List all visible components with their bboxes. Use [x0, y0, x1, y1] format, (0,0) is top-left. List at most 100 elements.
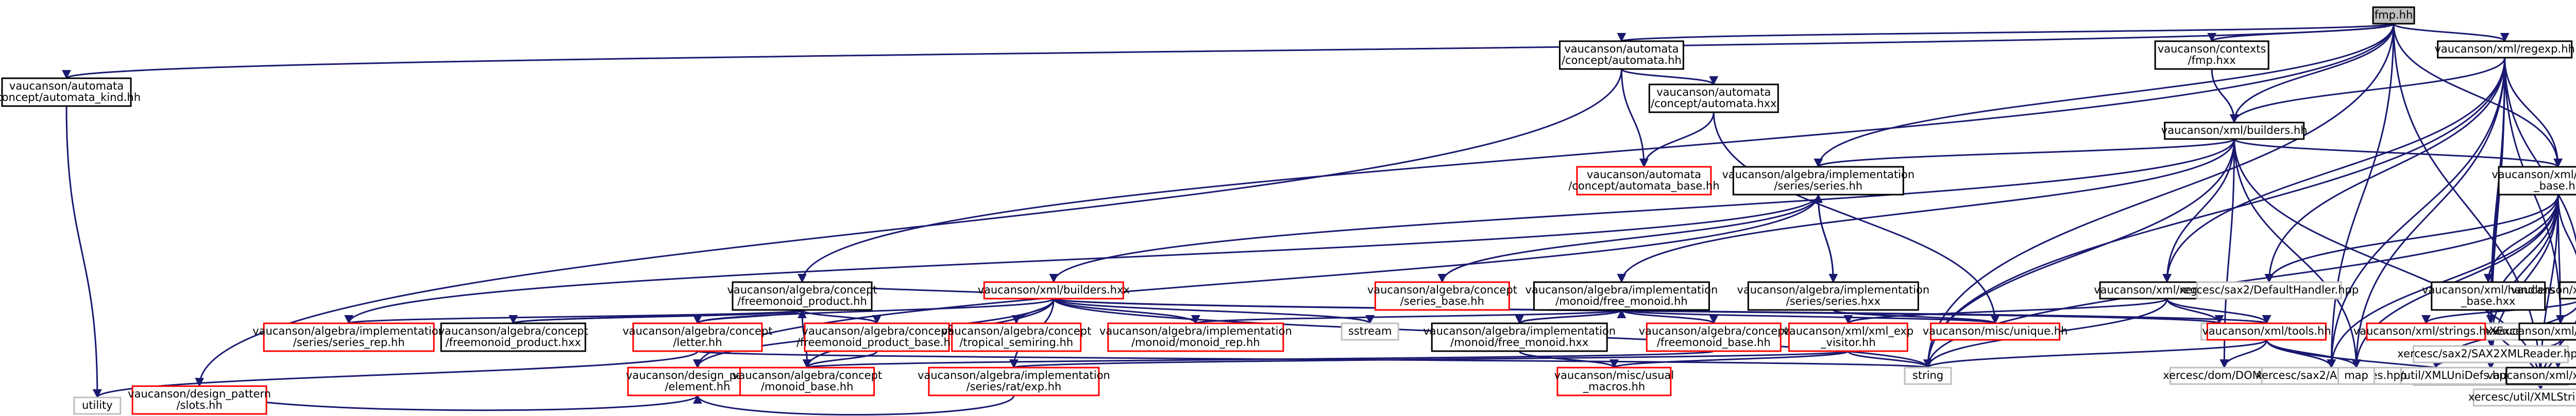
graph-node-design-slots[interactable]: vaucanson/design_pattern/slots.hh [128, 385, 271, 415]
dependency-edge [1713, 112, 2000, 324]
graph-node-string[interactable]: string [1904, 367, 1952, 385]
node-box [2498, 166, 2576, 196]
graph-node-default-handler[interactable]: xercesc/sax2/DefaultHandler.hpp [2179, 281, 2359, 300]
graph-node-handlers-base-hxx[interactable]: vaucanson/xml/handlers_base.hxx [2422, 281, 2554, 311]
graph-node-xml-tools-hh[interactable]: vaucanson/xml/tools.hh [2202, 322, 2331, 341]
node-box [1747, 281, 1919, 311]
node-label: vaucanson/design_pattern [128, 388, 271, 401]
dependency-edge [2266, 339, 2336, 369]
dependency-edge [2233, 138, 2361, 369]
graph-node-automata-kind[interactable]: vaucanson/automata/concept/automata_kind… [0, 77, 141, 107]
graph-node-series-hxx[interactable]: vaucanson/algebra/implementation/series/… [1737, 281, 1929, 311]
dependency-edge [1617, 23, 2395, 42]
graph-node-misc-unique[interactable]: vaucanson/misc/unique.hh [1923, 322, 2068, 341]
node-label: vaucanson/xml/builders.hxx [978, 284, 1130, 296]
node-box [804, 322, 950, 352]
dependency-edge [798, 23, 2395, 283]
node-label: vaucanson/algebra/concept [1367, 284, 1517, 296]
node-box [739, 367, 875, 396]
dependency-edge [1518, 309, 1626, 324]
dependency-edge [1814, 194, 1834, 283]
node-label: /concept/automata_base.hh [1568, 180, 1719, 193]
graph-node-freemonoid-product-hxx[interactable]: vaucanson/algebra/concept/freemonoid_pro… [438, 322, 588, 352]
dependency-edge [2327, 57, 2506, 369]
graph-node-xml-string[interactable]: xercesc/util/XMLString.hpp [2468, 388, 2576, 407]
node-label: /series/series.hxx [1786, 295, 1880, 307]
graph-node-freemonoid-product-hh[interactable]: vaucanson/algebra/concept/freemonoid_pro… [727, 281, 877, 311]
dependency-edge [2557, 194, 2576, 283]
graph-node-automata-base[interactable]: vaucanson/automata/concept/automata_base… [1568, 166, 1720, 196]
graph-node-tropical-semiring[interactable]: vaucanson/algebra/concept/tropical_semir… [941, 322, 1091, 352]
graph-node-xml-builders-hxx[interactable]: vaucanson/xml/builders.hxx [978, 281, 1130, 300]
node-label: vaucanson/algebra/implementation [252, 325, 445, 337]
node-label: _visitor.hh [1820, 336, 1876, 349]
node-label: sstream [1348, 325, 1392, 337]
dependency-edge [1620, 309, 1999, 324]
graph-node-automata-hxx[interactable]: vaucanson/automata/concept/automata.hxx [1648, 83, 1779, 113]
graph-node-sax2xmlreader[interactable]: xercesc/sax2/SAX2XMLReader.hpp [2397, 345, 2576, 363]
graph-node-freemonoid-base[interactable]: vaucanson/algebra/concept/freemonoid_bas… [1639, 322, 1789, 352]
graph-node-series-base[interactable]: vaucanson/algebra/concept/series_base.hh [1367, 281, 1517, 311]
node-label: /monoid/free_monoid.hxx [1450, 336, 1588, 349]
graph-node-map[interactable]: map [2337, 367, 2376, 385]
node-label: vaucanson/algebra/concept [438, 325, 588, 337]
graph-node-automata-hh[interactable]: vaucanson/automata/concept/automata.hh [1558, 40, 1684, 70]
node-label: vaucanson/xml/xml_exp [1783, 325, 1913, 338]
graph-node-xml-xmleq-hh[interactable]: vaucanson/xml/xmleq.hh [2493, 322, 2576, 341]
node-label: /tropical_semiring.hh [959, 336, 1073, 349]
node-label: /monoid/monoid_rep.hh [1131, 336, 1260, 349]
graph-node-xml-builders-hh[interactable]: vaucanson/xml/builders.hh [2161, 122, 2308, 140]
graph-node-xml-strings-hxx[interactable]: vaucanson/xml/strings.hxx [2353, 322, 2499, 341]
graph-node-sstream[interactable]: sstream [1341, 322, 1399, 341]
graph-node-xml-xmleq-hxx[interactable]: vaucanson/xml/xmleq.hxx [2487, 367, 2576, 385]
node-box [1732, 166, 1904, 196]
node-label: /freemonoid_product_base.hh [796, 336, 957, 349]
node-label: /series/rat/exp.hh [966, 380, 1061, 393]
graph-node-xml-strings-hh[interactable]: vaucanson/xml/strings.hh [2511, 281, 2576, 300]
graph-node-series-hh[interactable]: vaucanson/algebra/implementation/series/… [1722, 166, 1914, 196]
graph-node-xml-exp-visitor[interactable]: vaucanson/xml/xml_exp_visitor.hh [1783, 322, 1913, 352]
graph-node-contexts-fmp[interactable]: vaucanson/contexts/fmp.hxx [2154, 40, 2269, 70]
graph-node-monoid-rep[interactable]: vaucanson/algebra/implementation/monoid/… [1099, 322, 1292, 352]
dependency-edge [2233, 138, 2546, 390]
graph-node-monoid-base[interactable]: vaucanson/algebra/concept/monoid_base.hh [732, 367, 882, 396]
dependency-edge [1814, 23, 2395, 168]
graph-node-sax2-attributes[interactable]: xercesc/sax2/Attributes.hpp [2256, 367, 2407, 385]
graph-node-letter-hh[interactable]: vaucanson/algebra/concept/letter.hh [622, 322, 772, 352]
dependency-edge [1923, 339, 2268, 369]
graph-node-dom-dom[interactable]: xercesc/dom/DOM.hpp [2163, 367, 2285, 385]
node-label: /freemonoid_base.hh [1657, 336, 1771, 349]
dependency-edge [2264, 57, 2506, 283]
node-label: vaucanson/xml/builders.hh [2161, 124, 2308, 136]
node-label: /concept/automata.hh [1562, 54, 1682, 66]
node-box [1431, 322, 1608, 352]
graph-node-misc-usual-macros[interactable]: vaucanson/misc/usual_macros.hh [1554, 367, 1674, 396]
node-label: vaucanson/xml/xmleq.hh [2493, 325, 2576, 337]
dependency-edge [697, 350, 1931, 369]
node-box [2169, 367, 2279, 385]
node-box [1558, 40, 1684, 70]
graph-node-free-monoid-hxx[interactable]: vaucanson/algebra/implementation/monoid/… [1423, 322, 1616, 352]
dependency-edge [1049, 138, 2235, 283]
graph-node-free-monoid-hh[interactable]: vaucanson/algebra/implementation/monoid/… [1526, 281, 1718, 311]
node-label: /slots.hh [176, 399, 222, 411]
node-label: /freemonoid_product.hh [737, 295, 867, 308]
dependency-edge [1191, 309, 1622, 324]
graph-node-handlers-base-hh[interactable]: vaucanson/xml/handlers_base.hh [2492, 166, 2576, 196]
node-box [1107, 322, 1284, 352]
node-label: vaucanson/algebra/implementation [1099, 325, 1292, 337]
dependency-edge [2351, 57, 2506, 369]
node-label: vaucanson/automata [1564, 43, 1679, 55]
node-label: vaucanson/misc/usual [1554, 369, 1674, 382]
node-label: vaucanson/algebra/concept [732, 369, 882, 382]
node-box [2207, 322, 2327, 341]
graph-node-utility[interactable]: utility [73, 396, 122, 415]
graph-node-root: fmp.hh [2372, 6, 2415, 25]
graph-node-rat-exp[interactable]: vaucanson/algebra/implementation/series/… [918, 367, 1110, 396]
graph-node-freemonoid-product-base[interactable]: vaucanson/algebra/concept/freemonoid_pro… [796, 322, 957, 352]
graph-node-series-rep[interactable]: vaucanson/algebra/implementation/series/… [252, 322, 445, 352]
graph-node-xml-regexp-hh[interactable]: vaucanson/xml/regexp.hh [2434, 40, 2575, 59]
node-label: vaucanson/automata [1587, 168, 1701, 181]
dependency-edge [693, 194, 1819, 369]
dependency-edge [1053, 298, 2224, 324]
